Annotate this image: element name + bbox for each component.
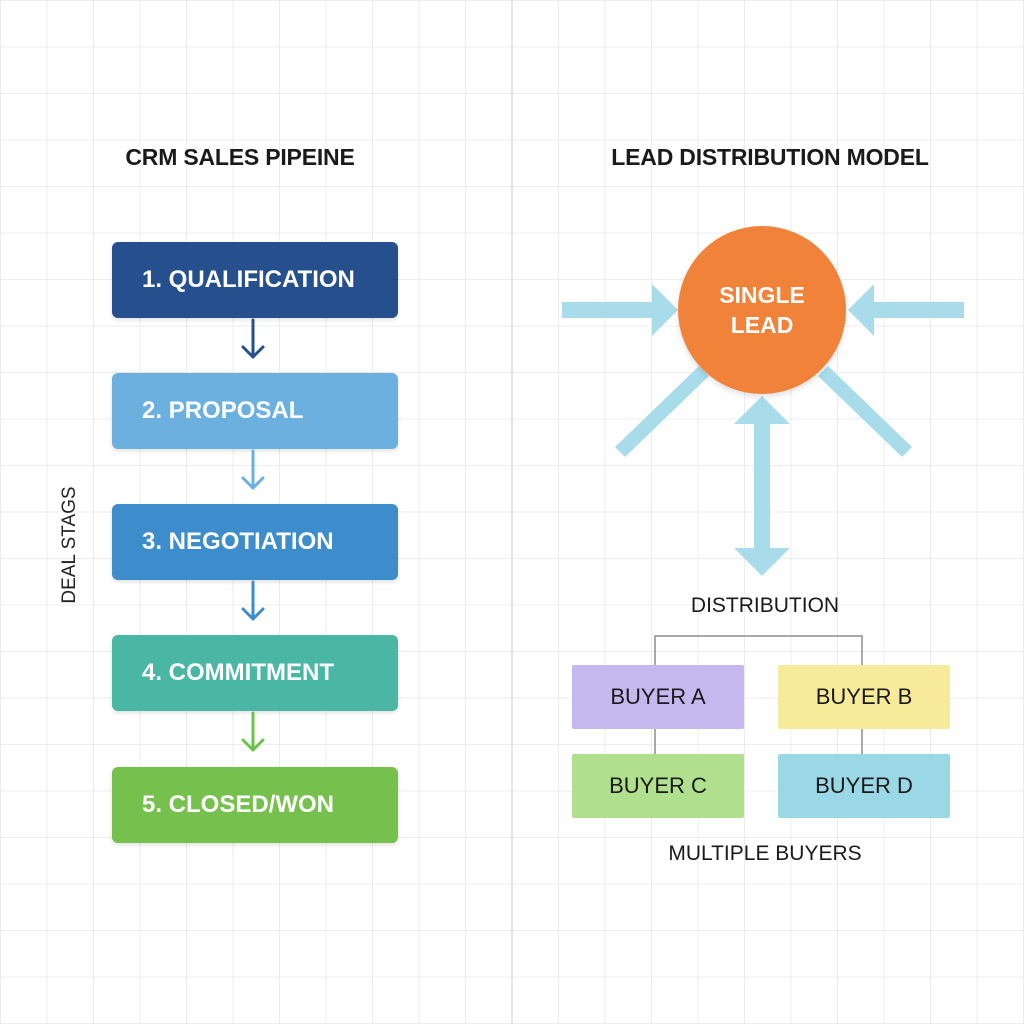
single-lead-line1: SINGLE	[719, 282, 805, 308]
single-lead-node: SINGLE LEAD	[678, 226, 846, 394]
pipeline-arrow-2	[241, 449, 265, 490]
stage-proposal: 2. PROPOSAL	[112, 373, 398, 449]
multiple-buyers-label: MULTIPLE BUYERS	[668, 842, 862, 865]
buyer-d-box: BUYER D	[778, 754, 950, 818]
panel-divider	[511, 0, 513, 1024]
stage-qualification: 1. QUALIFICATION	[112, 242, 398, 318]
arrow-in-right	[848, 284, 964, 336]
arrow-diagonal-right	[818, 366, 912, 457]
arrow-vertical-double	[734, 396, 790, 576]
single-lead-line2: LEAD	[730, 312, 794, 338]
distribution-label: DISTRIBUTION	[690, 594, 840, 617]
distribution-tree	[654, 635, 863, 754]
distribution-title: LEAD DISTRIBUTION MODEL	[611, 144, 929, 170]
pipeline-arrow-3	[241, 580, 265, 621]
buyer-a-box: BUYER A	[572, 665, 744, 729]
pipeline-title: CRM SALES PIPEINE	[125, 144, 355, 170]
arrow-in-left	[562, 284, 678, 336]
buyer-c-box: BUYER C	[572, 754, 744, 818]
stage-commitment: 4. COMMITMENT	[112, 635, 398, 711]
pipeline-arrow-4	[241, 711, 265, 752]
pipeline-arrow-1	[241, 318, 265, 359]
stage-closed-won: 5. CLOSED/WON	[112, 767, 398, 843]
arrow-diagonal-left	[615, 366, 709, 457]
stage-negotiation: 3. NEGOTIATION	[112, 504, 398, 580]
buyer-b-box: BUYER B	[778, 665, 950, 729]
